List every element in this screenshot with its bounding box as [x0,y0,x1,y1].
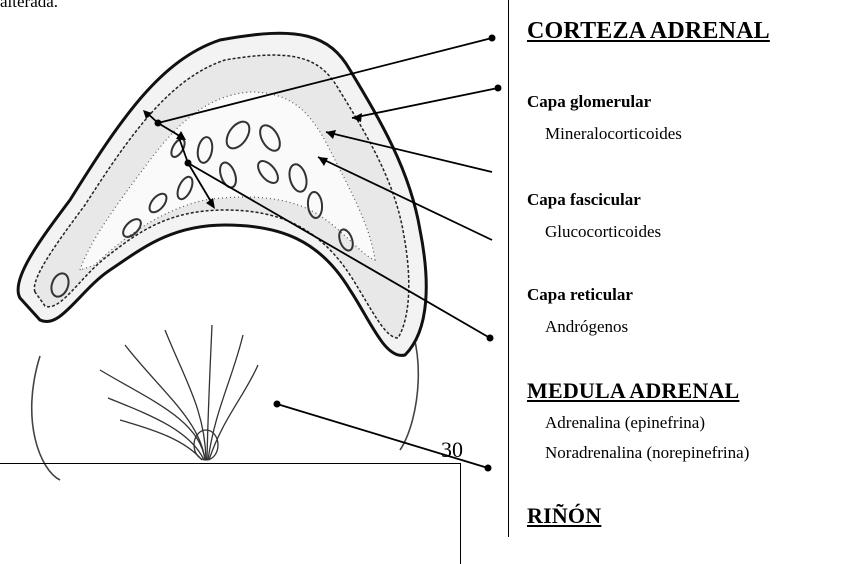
zone-fascicular-name: Capa fascicular [527,190,641,210]
zone-reticular-hormone: Andrógenos [545,317,628,337]
zone-glomerular-name: Capa glomerular [527,92,651,112]
zone-glomerular-hormone: Mineralocorticoides [545,124,682,144]
medulla-heading: MEDULA ADRENAL [527,378,739,404]
kidney-heading: RIÑÓN [527,503,601,529]
diagram-stage: alterada. [0,0,867,537]
legend-panel: CORTEZA ADRENAL Capa glomerular Mineralo… [508,0,867,537]
medulla-hormone-1: Adrenalina (epinefrina) [545,413,705,433]
cortex-heading: CORTEZA ADRENAL [527,18,770,45]
page-number: 30 [441,437,463,463]
kidney-outline [32,300,419,480]
renal-vessels [100,325,258,460]
medulla-hormone-2: Noradrenalina (norepinefrina) [545,443,749,463]
bottom-text-box [0,463,461,564]
zone-fascicular-hormone: Glucocorticoides [545,222,661,242]
zone-reticular-name: Capa reticular [527,285,633,305]
